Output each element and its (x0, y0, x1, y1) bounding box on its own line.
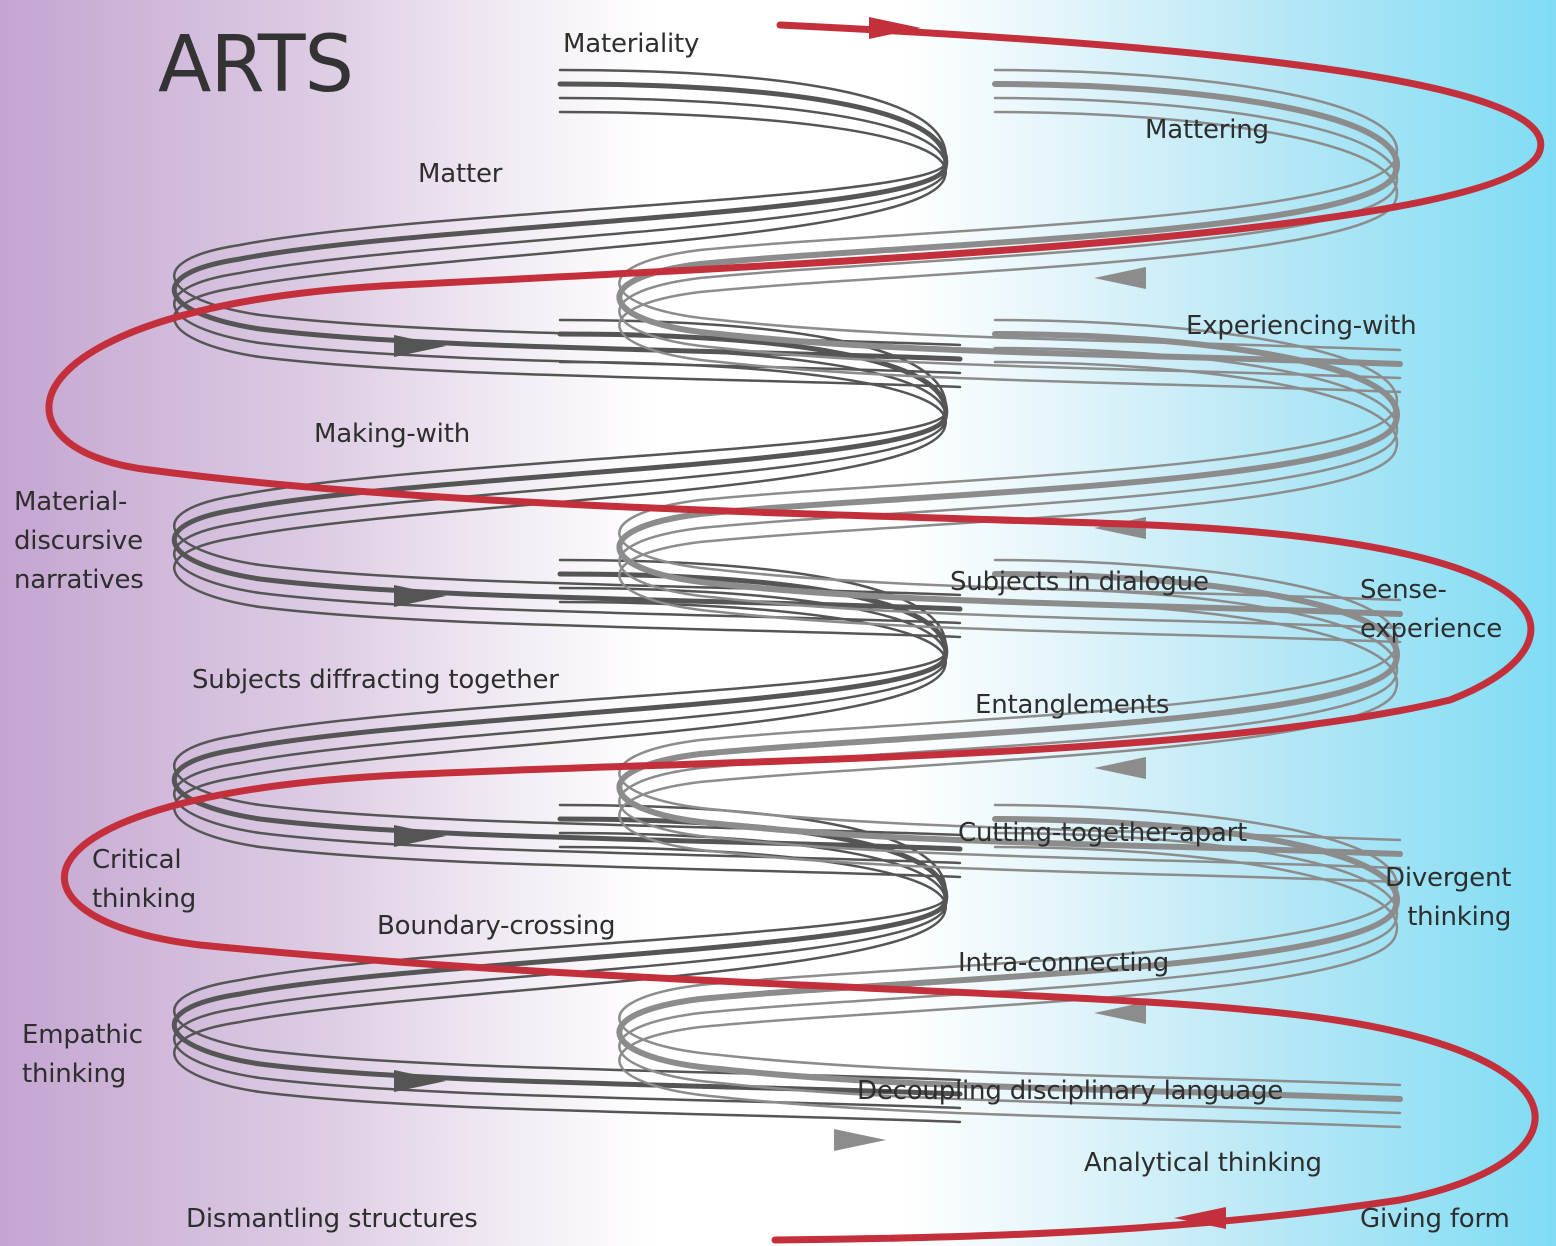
label-subjects-in-dialogue: Subjects in dialogue (950, 567, 1209, 597)
dark-coil-strand (171, 816, 963, 1097)
label-analytical-thinking: Analytical thinking (1084, 1148, 1322, 1178)
red-spiral-arrow (1174, 1207, 1226, 1229)
dark-coil-strand (173, 558, 962, 837)
light-coil-strand (618, 558, 1402, 842)
light-coil-arrow (834, 1129, 886, 1151)
dark-coil-strand (171, 81, 963, 362)
dark-coil-strand (173, 845, 962, 1124)
label-boundary-crossing: Boundary-crossing (377, 911, 616, 941)
dark-coil-strand (173, 586, 962, 865)
light-coil-strand (618, 360, 1402, 644)
diagram-title: ARTS (158, 20, 354, 110)
dark-coil-strand (171, 571, 963, 852)
light-coil-strand (616, 816, 1403, 1102)
label-matter: Matter (418, 159, 503, 189)
dark-coil-strand (173, 360, 962, 639)
label-experiencing-with: Experiencing-with (1186, 311, 1417, 341)
light-coil-strand (618, 68, 1402, 352)
label-empathic-thinking: Empathic thinking (22, 1020, 143, 1089)
label-entanglements: Entanglements (975, 690, 1170, 720)
light-coil-strand (618, 110, 1402, 394)
dark-coil-arrow (394, 825, 446, 847)
red-spiral-layer (45, 17, 1545, 1244)
label-dismantling-structures: Dismantling structures (186, 1204, 478, 1234)
dark-coil-strand (173, 96, 962, 375)
label-making-with: Making-with (314, 419, 470, 449)
light-coil-strand (618, 845, 1402, 1129)
label-sense-experience: Sense- experience (1360, 575, 1503, 644)
label-material-discursive-narratives: Material- discursive narratives (14, 487, 144, 595)
label-mattering: Mattering (1145, 115, 1269, 145)
light-coil-strand (618, 318, 1402, 602)
light-coil-strand (618, 600, 1402, 884)
label-materiality: Materiality (563, 29, 700, 59)
dark-coil-arrow (394, 1070, 446, 1092)
light-coil-strand (616, 81, 1403, 367)
coil-layer (171, 68, 1403, 1151)
red-spiral-arrow (869, 17, 921, 39)
dark-coil-strand (173, 831, 962, 1110)
light-coil-strand (616, 571, 1403, 857)
dark-coil-arrow (394, 335, 446, 357)
dark-coil-strand (171, 331, 963, 612)
label-decoupling-disciplinary-language: Decoupling disciplinary language (857, 1076, 1284, 1106)
label-cutting-together-apart: Cutting-together-apart (958, 818, 1248, 848)
light-coil-strand (618, 346, 1402, 630)
dark-coil-strand (173, 600, 962, 879)
light-coil-strand (618, 831, 1402, 1115)
label-intra-connecting: Intra-connecting (958, 948, 1169, 978)
dark-coil-strand (173, 346, 962, 625)
label-divergent-thinking: Divergent thinking (1385, 863, 1512, 932)
light-coil-arrow (1094, 267, 1146, 289)
label-critical-thinking: Critical thinking (92, 845, 197, 914)
light-coil-strand (618, 96, 1402, 380)
dark-coil-strand (173, 68, 962, 347)
light-coil-arrow (1094, 1002, 1146, 1024)
dark-coil-strand (173, 110, 962, 389)
label-subjects-diffracting-together: Subjects diffracting together (192, 665, 559, 695)
dark-coil-arrow (394, 585, 446, 607)
dark-coil-strand (173, 803, 962, 1082)
light-coil-arrow (1094, 757, 1146, 779)
label-giving-form: Giving form (1360, 1204, 1510, 1234)
red-spiral-path (45, 21, 1545, 1244)
